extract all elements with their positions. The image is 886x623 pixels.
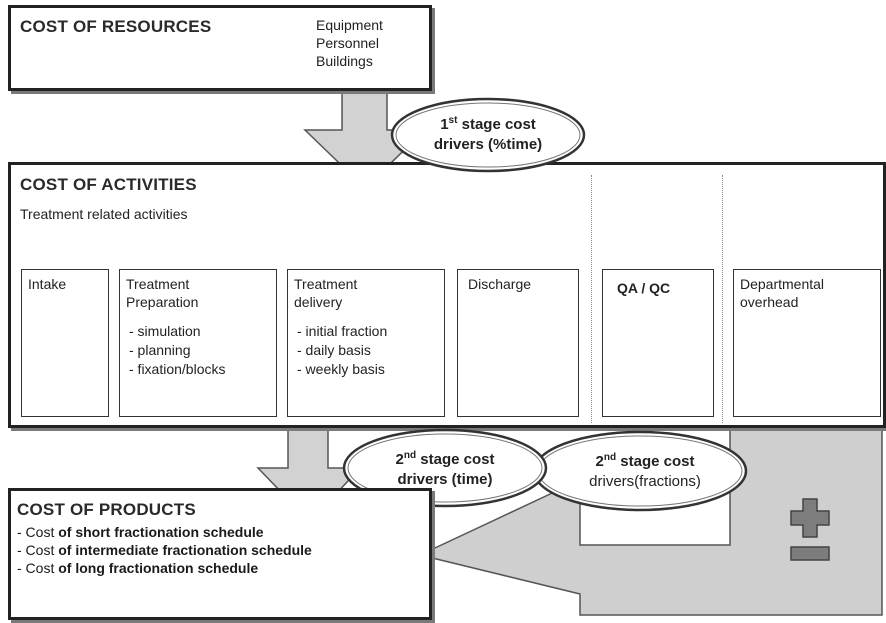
products-title: COST OF PRODUCTS bbox=[17, 500, 196, 519]
stage2-time-label: 2nd stage cost drivers (time) bbox=[340, 450, 550, 490]
resource-equipment: Equipment bbox=[316, 17, 383, 33]
stage2-fractions-label: 2nd stage cost drivers(fractions) bbox=[540, 452, 750, 492]
preparation-list: - simulation - planning - fixation/block… bbox=[129, 322, 225, 379]
stage2t-prefix: 2 bbox=[395, 451, 404, 468]
arrow-overhead-to-products bbox=[417, 429, 883, 616]
activity-qaqc: QA / QC bbox=[602, 269, 714, 417]
product-item-rest: of intermediate fractionation schedule bbox=[58, 542, 312, 558]
delivery-list: - initial fraction - daily basis - weekl… bbox=[297, 322, 387, 379]
divider-qaqc-left bbox=[591, 175, 592, 423]
overhead-label-1: Departmental bbox=[740, 276, 825, 292]
minus-bar-icon bbox=[790, 546, 830, 561]
stage1-label: 1st stage cost drivers (%time) bbox=[388, 115, 588, 155]
stage1-line1: stage cost bbox=[457, 116, 536, 133]
product-item-lead: - Cost bbox=[17, 542, 59, 558]
resource-personnel: Personnel bbox=[316, 35, 380, 51]
stage1-prefix: 1 bbox=[440, 116, 449, 133]
stage1-line2: drivers (%time) bbox=[433, 136, 543, 153]
products-box: COST OF PRODUCTS - Cost of short fractio… bbox=[8, 488, 432, 620]
overhead-heading: Departmental overhead bbox=[740, 275, 824, 311]
activity-discharge: Discharge bbox=[457, 269, 579, 417]
divider-qaqc-right bbox=[722, 175, 723, 423]
product-item-lead: - Cost bbox=[17, 560, 59, 576]
intake-label: Intake bbox=[28, 276, 67, 292]
stage1-sup: st bbox=[448, 115, 458, 126]
activity-preparation: Treatment Preparation - simulation - pla… bbox=[119, 269, 277, 417]
activities-subtitle: Treatment related activities bbox=[20, 206, 188, 222]
product-item-rest: of long fractionation schedule bbox=[58, 560, 259, 576]
stage2f-line2: drivers(fractions) bbox=[589, 473, 701, 490]
stage2f-line1: stage cost bbox=[616, 453, 695, 470]
preparation-label-2: Preparation bbox=[126, 294, 199, 310]
stage2t-line2: drivers (time) bbox=[397, 471, 493, 488]
stage2t-sup: nd bbox=[403, 450, 417, 461]
preparation-heading: Treatment Preparation bbox=[126, 275, 198, 311]
activity-delivery: Treatment delivery - initial fraction - … bbox=[287, 269, 445, 417]
product-item: - Cost of long fractionation schedule bbox=[17, 559, 312, 577]
delivery-label-2: delivery bbox=[294, 294, 343, 310]
activities-box: COST OF ACTIVITIES Treatment related act… bbox=[8, 162, 886, 428]
resources-box: COST OF RESOURCES Equipment Personnel Bu… bbox=[8, 5, 432, 91]
stage1-ellipse bbox=[390, 97, 586, 173]
overhead-label-2: overhead bbox=[740, 294, 799, 310]
stage2-time-ellipse bbox=[342, 428, 548, 508]
activity-intake: Intake bbox=[21, 269, 109, 417]
delivery-label-1: Treatment bbox=[294, 276, 358, 292]
preparation-item: - fixation/blocks bbox=[129, 361, 226, 377]
activity-overhead: Departmental overhead bbox=[733, 269, 881, 417]
hospital-cross-icon bbox=[790, 498, 830, 538]
stage2t-line1: stage cost bbox=[416, 451, 495, 468]
product-item-rest: of short fractionation schedule bbox=[58, 524, 264, 540]
qaqc-label: QA / QC bbox=[617, 280, 671, 296]
delivery-item: - initial fraction bbox=[297, 323, 388, 339]
delivery-item: - weekly basis bbox=[297, 361, 385, 377]
preparation-label-1: Treatment bbox=[126, 276, 190, 292]
activities-title: COST OF ACTIVITIES bbox=[20, 175, 197, 194]
delivery-item: - daily basis bbox=[297, 342, 371, 358]
stage2f-prefix: 2 bbox=[595, 453, 604, 470]
preparation-item: - planning bbox=[129, 342, 191, 358]
products-list: - Cost of short fractionation schedule -… bbox=[17, 523, 312, 577]
resources-title: COST OF RESOURCES bbox=[20, 17, 212, 36]
product-item-lead: - Cost bbox=[17, 524, 59, 540]
discharge-label: Discharge bbox=[468, 276, 532, 292]
resource-buildings: Buildings bbox=[316, 53, 373, 69]
arrow-resources-to-activities bbox=[303, 89, 427, 190]
preparation-item: - simulation bbox=[129, 323, 201, 339]
product-item: - Cost of intermediate fractionation sch… bbox=[17, 541, 312, 559]
delivery-heading: Treatment delivery bbox=[294, 275, 357, 311]
stage2f-sup: nd bbox=[603, 452, 617, 463]
product-item: - Cost of short fractionation schedule bbox=[17, 523, 312, 541]
resources-list: Equipment Personnel Buildings bbox=[316, 16, 383, 70]
